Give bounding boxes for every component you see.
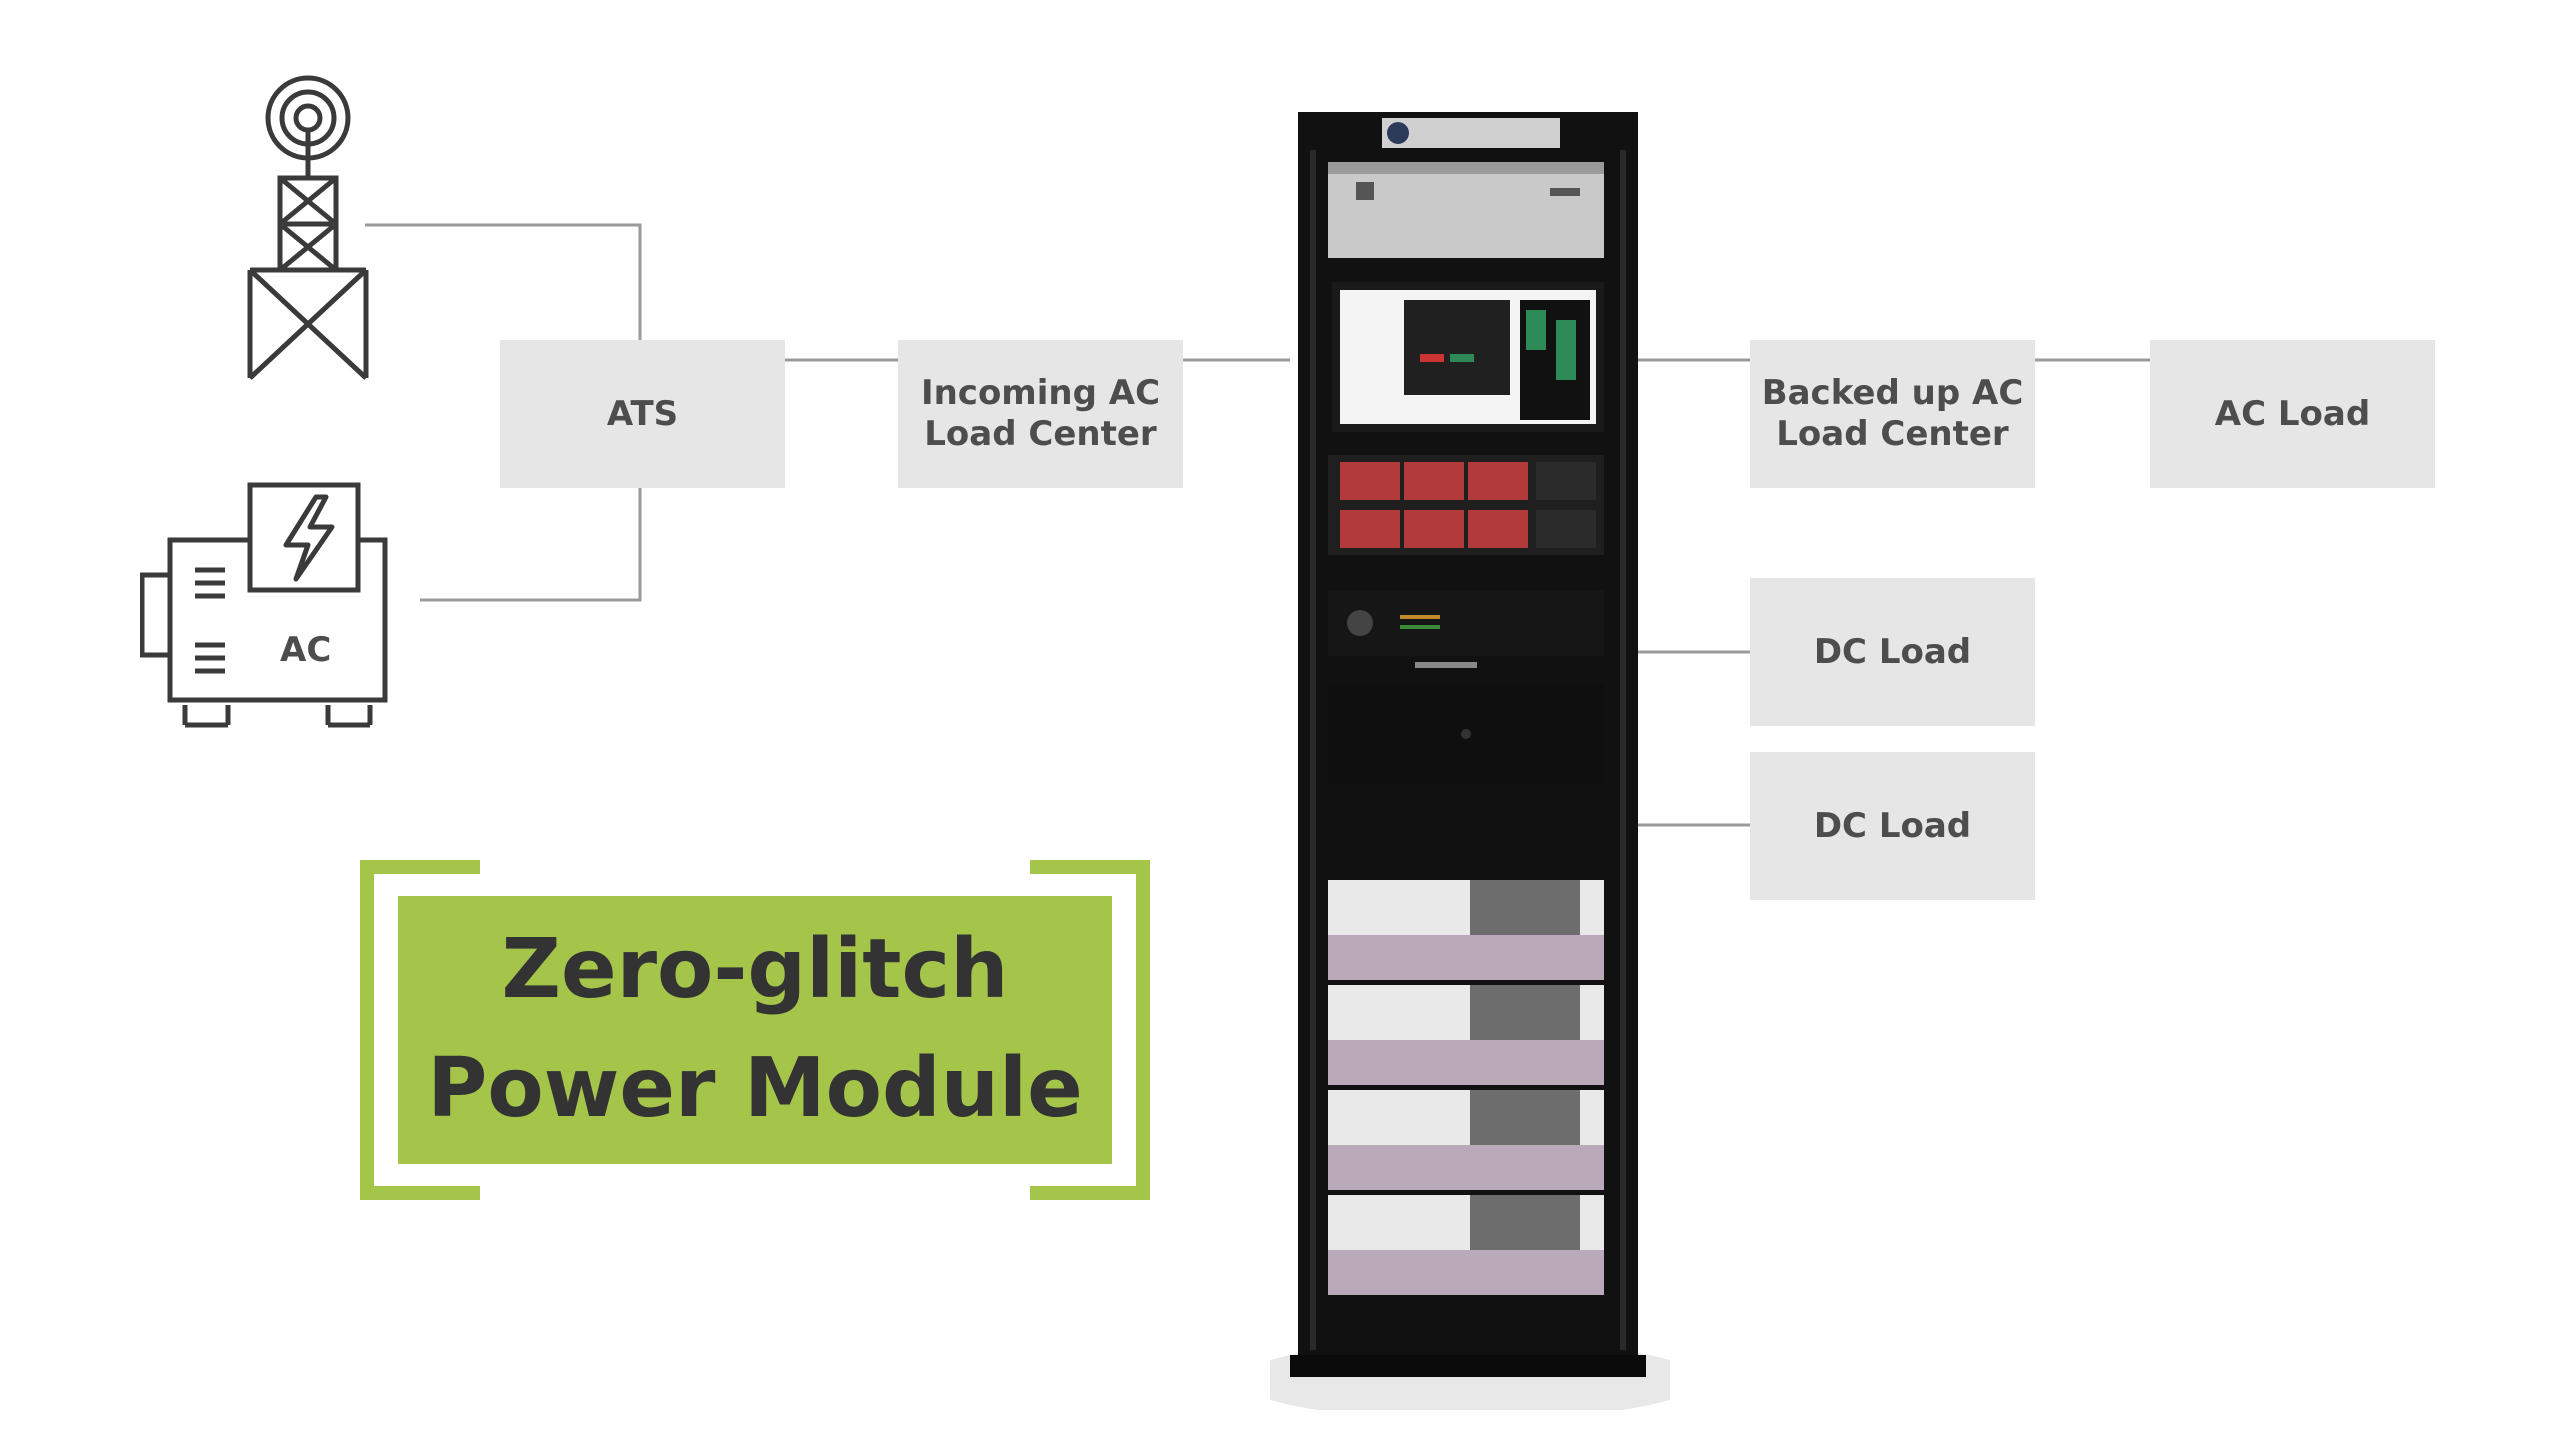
lightning-bolt-icon bbox=[283, 494, 335, 582]
tower-to-ats-line bbox=[365, 223, 642, 360]
ats-box: ATS bbox=[500, 340, 785, 488]
ac-load-box: AC Load bbox=[2150, 340, 2435, 488]
zero-glitch-callout: Zero-glitch Power Module bbox=[360, 860, 1150, 1200]
callout-panel: Zero-glitch Power Module bbox=[398, 896, 1112, 1164]
generator-label: AC bbox=[280, 630, 332, 670]
dc-load-box: DC Load bbox=[1750, 578, 2035, 726]
rectifier-units bbox=[1328, 880, 1604, 1295]
incoming-ac-load-center-box: Incoming AC Load Center bbox=[898, 340, 1183, 488]
cell-tower-icon bbox=[247, 75, 369, 380]
generator-icon bbox=[140, 482, 388, 728]
power-module-rack bbox=[1270, 112, 1670, 1410]
generator-to-ats-line bbox=[420, 468, 642, 602]
callout-right-bracket bbox=[1030, 860, 1150, 1200]
dc-load-box: DC Load bbox=[1750, 752, 2035, 900]
callout-title: Zero-glitch Power Module bbox=[427, 922, 1083, 1136]
callout-left-bracket bbox=[360, 860, 480, 1200]
backed-up-ac-load-center-box: Backed up AC Load Center bbox=[1750, 340, 2035, 488]
